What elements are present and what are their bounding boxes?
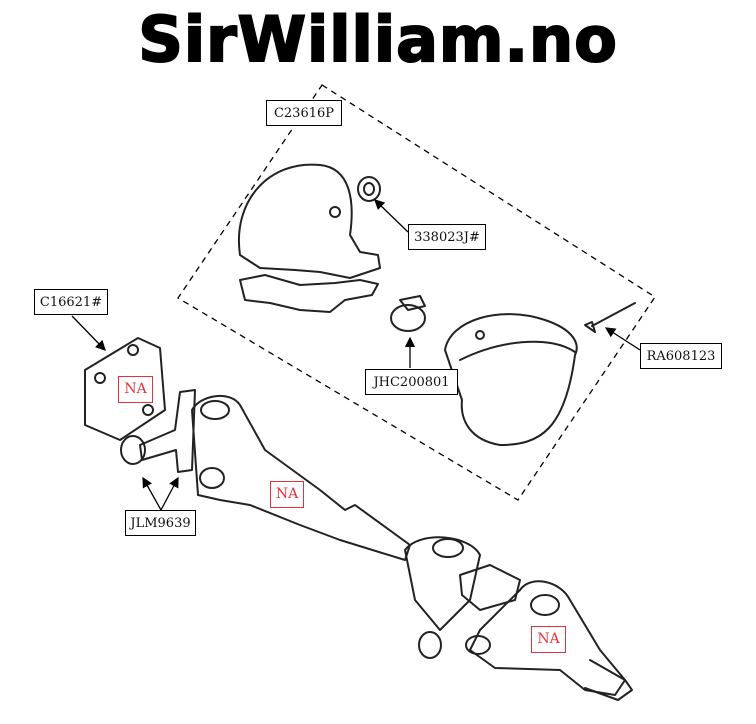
kit-boundary (177, 84, 656, 501)
splined-shaft (584, 659, 633, 701)
hose-clip (390, 304, 426, 332)
stub-yoke (469, 580, 626, 696)
not-available-badge: NA (118, 376, 153, 403)
not-available-badge: NA (531, 626, 566, 653)
part-label-ra608123[interactable]: RA608123 (640, 343, 722, 369)
circlip-right (418, 631, 442, 659)
circlip-left (120, 435, 146, 465)
seal (357, 176, 381, 202)
rivet (584, 302, 636, 333)
part-label-338023j[interactable]: 338023J# (408, 224, 486, 250)
yoke-right (404, 536, 481, 631)
spider (139, 389, 196, 473)
part-label-jlm9639[interactable]: JLM9639 (125, 510, 196, 536)
part-label-jhc200801[interactable]: JHC200801 (365, 369, 458, 395)
gaiter-cup (444, 313, 578, 446)
flange (84, 337, 166, 441)
not-available-badge: NA (270, 481, 304, 508)
gaiter-upper (237, 163, 381, 279)
spider-right (459, 564, 521, 611)
site-title: SirWilliam.no (137, 2, 618, 77)
yoke (191, 394, 411, 561)
gaiter-lower (239, 274, 379, 313)
part-label-c16621[interactable]: C16621# (34, 289, 108, 315)
part-label-c23616p[interactable]: C23616P (266, 100, 342, 126)
